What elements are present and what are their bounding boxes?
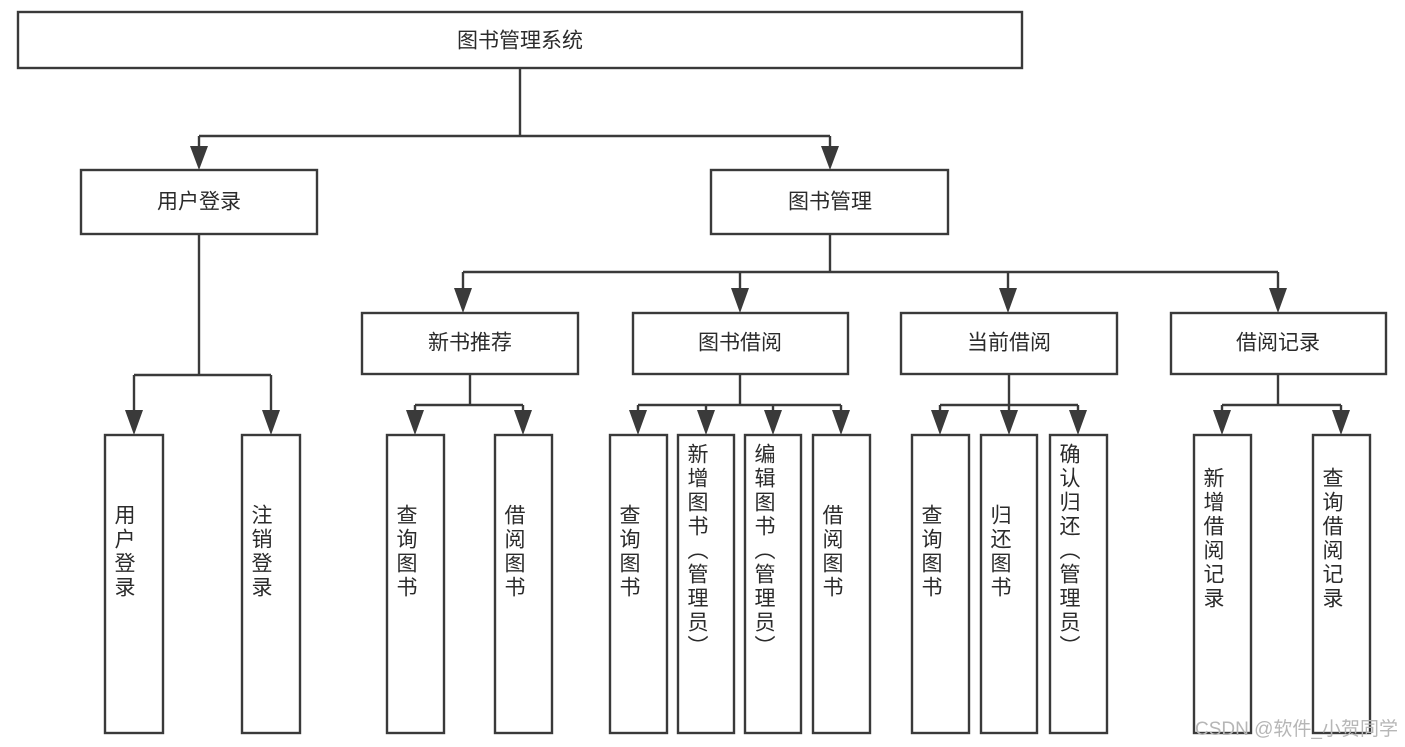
arrowhead-current-borrow-leaf-3 <box>1069 410 1087 435</box>
leaf-box-bb-add-book[interactable] <box>676 433 736 735</box>
node-user-login-box[interactable] <box>79 168 319 236</box>
arrowhead-current-borrow-leaf-1 <box>931 410 949 435</box>
leaf-box-cb-confirm-return[interactable] <box>1048 433 1109 735</box>
leaf-label-nb-query-book: 查询图书 <box>394 504 417 600</box>
leaf-box-cb-return-book[interactable] <box>979 433 1039 735</box>
arrowhead-book-borrow-leaf-4 <box>832 410 850 435</box>
node-borrow-record-box[interactable] <box>1169 311 1388 376</box>
watermark-text: CSDN @软件_小贺同学 <box>1195 719 1398 740</box>
node-book-borrow-box[interactable] <box>631 311 850 376</box>
node-book-manage-box[interactable] <box>709 168 950 236</box>
leaf-label-cb-confirm-return: 确认归还（管理员） <box>1057 443 1080 659</box>
arrowhead-book-borrow-leaf-3 <box>764 410 782 435</box>
leaf-box-br-query-record[interactable] <box>1311 433 1372 735</box>
node-new-book-label: 新书推荐 <box>428 332 512 355</box>
arrowhead-to-new-book <box>454 288 472 313</box>
arrowhead-user-login-leaf-1 <box>125 410 143 435</box>
node-borrow-record-label: 借阅记录 <box>1236 332 1320 355</box>
leaf-box-cb-query-book[interactable] <box>910 433 971 735</box>
leaf-box-bb-edit-book[interactable] <box>743 433 803 735</box>
leaf-label-cb-query-book: 查询图书 <box>919 504 942 600</box>
leaf-label-br-query-record: 查询借阅记录 <box>1320 467 1343 611</box>
arrowhead-borrow-record-leaf-2 <box>1332 410 1350 435</box>
node-new-book-box[interactable] <box>360 311 580 376</box>
arrowhead-current-borrow-leaf-2 <box>1000 410 1018 435</box>
node-book-manage-label: 图书管理 <box>788 191 872 214</box>
arrowhead-book-borrow-leaf-1 <box>629 410 647 435</box>
leaf-label-nb-borrow-book: 借阅图书 <box>502 504 525 600</box>
leaf-label-bb-query-book: 查询图书 <box>617 504 640 600</box>
leaf-box-logout[interactable] <box>240 433 302 735</box>
leaf-label-br-add-record: 新增借阅记录 <box>1201 467 1224 611</box>
leaf-label-user-login: 用户登录 <box>112 504 135 600</box>
node-user-login-label: 用户登录 <box>157 191 241 214</box>
leaf-box-nb-query-book[interactable] <box>385 433 446 735</box>
leaf-box-bb-borrow-book[interactable] <box>811 433 872 735</box>
arrowhead-to-current-borrow <box>999 288 1017 313</box>
leaf-label-bb-edit-book: 编辑图书（管理员） <box>752 443 775 659</box>
leaf-box-user-login[interactable] <box>103 433 165 735</box>
leaf-label-bb-add-book: 新增图书（管理员） <box>685 443 708 659</box>
node-root-label: 图书管理系统 <box>457 30 583 53</box>
leaf-label-logout: 注销登录 <box>249 504 272 600</box>
node-root-box[interactable] <box>16 10 1024 70</box>
leaf-box-bb-query-book[interactable] <box>608 433 669 735</box>
arrowhead-new-book-leaf-1 <box>406 410 424 435</box>
arrowhead-to-borrow-record <box>1269 288 1287 313</box>
leaf-box-br-add-record[interactable] <box>1192 433 1253 735</box>
arrowhead-to-book-borrow <box>731 288 749 313</box>
leaf-label-cb-return-book: 归还图书 <box>988 504 1011 600</box>
node-current-borrow-label: 当前借阅 <box>967 332 1051 355</box>
arrowhead-new-book-leaf-2 <box>514 410 532 435</box>
arrowhead-borrow-record-leaf-1 <box>1213 410 1231 435</box>
arrowhead-user-login-leaf-2 <box>262 410 280 435</box>
arrowhead-to-book-manage <box>821 146 839 170</box>
leaf-label-bb-borrow-book: 借阅图书 <box>820 504 843 600</box>
arrowhead-book-borrow-leaf-2 <box>697 410 715 435</box>
node-book-borrow-label: 图书借阅 <box>698 332 782 355</box>
leaf-box-nb-borrow-book[interactable] <box>493 433 554 735</box>
arrowhead-to-user-login <box>190 146 208 170</box>
